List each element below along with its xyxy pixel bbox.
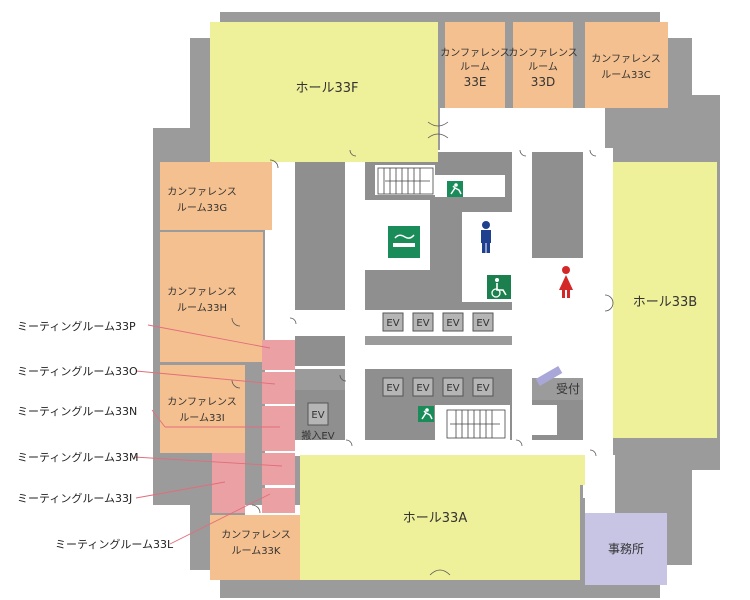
office-label: 事務所 — [608, 542, 644, 556]
conference-room-33i[interactable] — [160, 365, 245, 453]
stairs-south — [446, 409, 506, 439]
elevator-6-label: EV — [416, 383, 429, 394]
reception-label: 受付 — [556, 382, 580, 396]
meeting-room-33o[interactable] — [262, 372, 295, 404]
hall-33a-extension — [545, 455, 585, 485]
hall-33a[interactable] — [300, 455, 580, 580]
conference-room-33d-label-3: 33D — [531, 75, 556, 89]
freight-elevator-ev-label: EV — [311, 410, 324, 421]
callout-meeting-room-33j: ミーティングルーム33J — [17, 491, 132, 505]
elevator-1[interactable] — [382, 312, 404, 332]
elevator-4-label: EV — [476, 318, 489, 329]
smoking-area-icon — [388, 226, 420, 258]
elevator-3-label: EV — [446, 318, 459, 329]
reception-desk — [535, 366, 563, 386]
hall-33a-label: ホール33A — [403, 511, 468, 526]
conference-room-33h-label-1: カンファレンス — [167, 286, 237, 298]
elevator-7-label: EV — [446, 383, 459, 394]
callout-lines — [133, 324, 283, 545]
elevator-8[interactable] — [472, 377, 494, 397]
elevator-8-label: EV — [476, 383, 489, 394]
office-room[interactable] — [585, 513, 667, 585]
emergency-exit-icon — [418, 406, 434, 422]
conference-room-33e-label-2: ルーム — [460, 61, 490, 73]
elevators-lower: EV EV EV EV — [382, 377, 494, 397]
conference-room-33k-label-2: ルーム33K — [232, 545, 281, 557]
elevator-2[interactable] — [412, 312, 434, 332]
hall-33b[interactable] — [613, 162, 717, 438]
stairs-north — [377, 167, 434, 195]
conference-room-33k[interactable] — [210, 515, 300, 580]
callout-meeting-room-33m: ミーティングルーム33M — [17, 450, 139, 464]
elevator-4[interactable] — [472, 312, 494, 332]
conference-room-33c-label-2: ルーム33C — [601, 69, 650, 81]
meeting-room-33l[interactable] — [262, 488, 295, 513]
meeting-room-33p[interactable] — [262, 340, 295, 370]
elevator-7[interactable] — [442, 377, 464, 397]
callout-meeting-room-33p: ミーティングルーム33P — [17, 319, 136, 333]
elevator-1-label: EV — [386, 318, 399, 329]
hall-33b-label: ホール33B — [633, 295, 697, 310]
conference-room-33e-label-3: 33E — [464, 75, 487, 89]
elevator-6[interactable] — [412, 377, 434, 397]
elevator-5-label: EV — [386, 383, 399, 394]
freight-elevator-label: 搬入EV — [301, 429, 334, 442]
conference-room-33d[interactable] — [513, 22, 573, 108]
hall-33f[interactable] — [210, 22, 438, 162]
meeting-room-33n[interactable] — [262, 406, 295, 451]
conference-room-33d-label-1: カンファレンス — [508, 47, 578, 59]
conference-room-33g[interactable] — [160, 162, 272, 230]
emergency-exit-icon — [447, 181, 463, 197]
conference-room-33k-label-1: カンファレンス — [221, 529, 291, 541]
conference-room-33e[interactable] — [445, 22, 505, 108]
conference-room-33h-label-2: ルーム33H — [177, 302, 227, 314]
conference-room-33c[interactable] — [585, 22, 668, 108]
accessible-toilet-icon — [487, 275, 511, 299]
mens-toilet-icon — [481, 221, 491, 253]
elevator-2-label: EV — [416, 318, 429, 329]
callout-meeting-room-33l: ミーティングルーム33L — [55, 537, 174, 551]
meeting-room-33m[interactable] — [262, 453, 295, 485]
conference-room-33g-label-1: カンファレンス — [167, 186, 237, 198]
conference-room-33i-label-1: カンファレンス — [167, 396, 237, 408]
callout-meeting-room-33n: ミーティングルーム33N — [17, 404, 137, 418]
conference-room-33i-label-2: ルーム33I — [179, 412, 224, 424]
conference-room-33e-label-1: カンファレンス — [440, 47, 510, 59]
freight-elevator[interactable] — [307, 402, 329, 426]
door-swings — [231, 121, 614, 576]
conference-room-33g-label-2: ルーム33G — [177, 202, 227, 214]
elevators-upper: EV EV EV EV — [382, 312, 494, 332]
callout-meeting-room-33o: ミーティングルーム33O — [17, 364, 138, 378]
conference-room-33d-label-2: ルーム — [528, 61, 558, 73]
elevator-3[interactable] — [442, 312, 464, 332]
hall-33f-label: ホール33F — [295, 81, 358, 96]
conference-room-33c-label-1: カンファレンス — [591, 53, 661, 65]
hall-33f-extension — [260, 120, 295, 162]
womens-toilet-icon — [559, 266, 573, 298]
conference-room-33h[interactable] — [160, 232, 263, 362]
elevator-5[interactable] — [382, 377, 404, 397]
